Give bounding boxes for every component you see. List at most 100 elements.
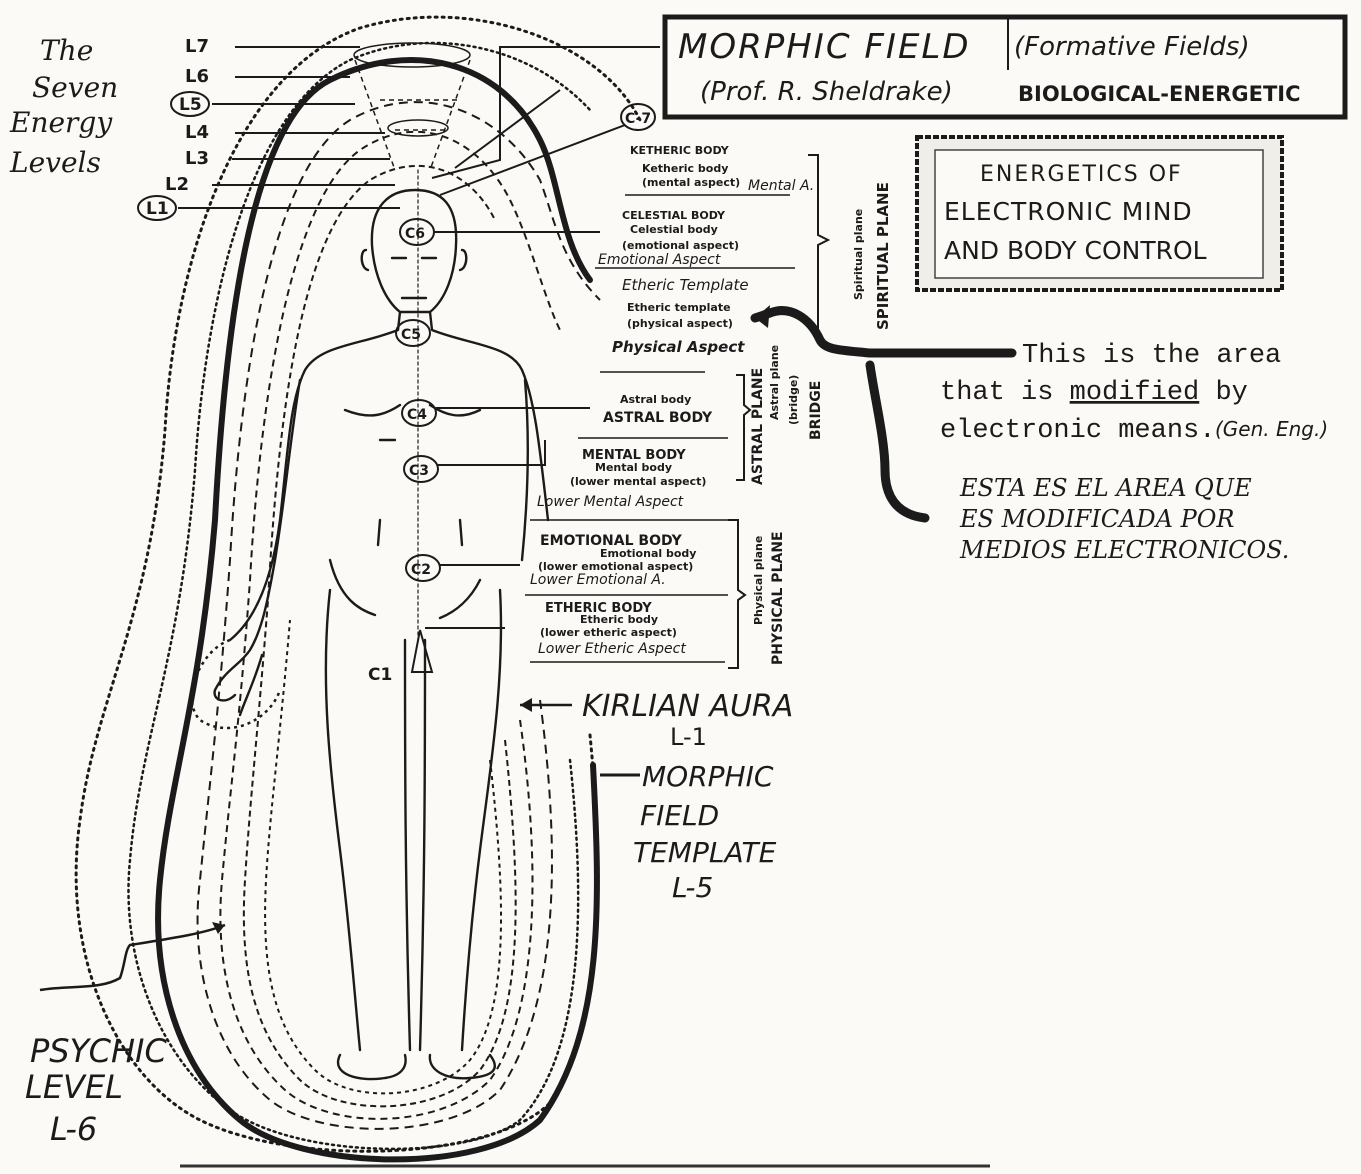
physical-plane-label: PHYSICAL PLANE xyxy=(770,531,786,665)
level-label-l1: L1 xyxy=(146,199,169,219)
crown-ellipse-upper xyxy=(354,43,470,67)
crown-rays xyxy=(355,60,470,170)
hand-aura-bulge xyxy=(192,640,280,728)
left-arm xyxy=(215,380,300,715)
ketheric-sub-2: (mental aspect) xyxy=(642,176,740,189)
indicator-arrowhead xyxy=(755,305,770,328)
morphic-field-subtitle: (Formative Fields) xyxy=(1014,32,1250,62)
morphic-template-line-1: MORPHIC xyxy=(642,760,774,793)
level-label-l5: L5 xyxy=(179,95,202,115)
spiritual-plane-label: SPIRITUAL PLANE xyxy=(874,182,892,330)
etheric-template-sub-1: Etheric template xyxy=(627,301,731,314)
morphic-template-label: MORPHIC FIELD TEMPLATE L-5 xyxy=(600,760,777,904)
ketheric-body-label: KETHERIC BODY xyxy=(630,144,730,157)
astral-bracket xyxy=(736,375,750,480)
energetics-line-1: ENERGETICS OF xyxy=(980,162,1183,187)
chakra-label-c3: C3 xyxy=(409,463,429,479)
level-label-l7: L7 xyxy=(185,36,209,57)
etheric-sub-2: (lower etheric aspect) xyxy=(540,626,677,639)
annotation-en-line-2-pre: that is xyxy=(940,378,1070,408)
psychic-line-1: PSYCHIC xyxy=(30,1032,167,1070)
level-label-l3: L3 xyxy=(185,148,209,169)
level-markers: L7 L6 L5 L4 L3 L2 L1 xyxy=(138,36,400,220)
astral-body-label: ASTRAL BODY xyxy=(603,410,713,426)
chakra-pointer-c7 xyxy=(440,125,625,195)
aura-dashed-layer-4 xyxy=(265,620,501,1093)
chakra-c1-triangle xyxy=(412,630,432,672)
emotional-aspect-label: Emotional Aspect xyxy=(598,252,721,268)
physical-bracket xyxy=(728,520,745,668)
level-label-l6: L6 xyxy=(185,66,209,87)
celestial-body-label: CELESTIAL BODY xyxy=(622,209,726,222)
mental-sub-2: (lower mental aspect) xyxy=(570,475,706,488)
chakra-label-c7: C-7 xyxy=(625,111,651,127)
physical-aspect-label: Physical Aspect xyxy=(612,338,745,356)
mental-a-label: Mental A. xyxy=(748,178,814,194)
annotation-en-line-2: that is modified by xyxy=(940,378,1248,408)
subtle-bodies-column: KETHERIC BODY Ketheric body (mental aspe… xyxy=(525,144,892,668)
annotation-es-line-2: ES MODIFICADA POR xyxy=(959,505,1235,533)
legs xyxy=(326,590,501,1050)
level-label-l4: L4 xyxy=(185,122,209,143)
celestial-sub-2: (emotional aspect) xyxy=(622,239,739,252)
seven-energy-levels-title: The Seven Energy Levels xyxy=(9,34,118,179)
morphic-template-line-3: TEMPLATE xyxy=(633,836,777,869)
etheric-template-label: Etheric Template xyxy=(622,276,749,294)
title-line-3: Energy xyxy=(9,106,113,139)
energetics-line-3: AND BODY CONTROL xyxy=(944,236,1207,265)
annotation-en-note: (Gen. Eng.) xyxy=(1215,417,1328,441)
chakra-label-c2: C2 xyxy=(411,562,431,578)
morphic-field-author: (Prof. R. Sheldrake) xyxy=(700,77,953,107)
morphic-template-level: L-5 xyxy=(672,871,713,904)
spiritual-plane-small: Spiritual plane xyxy=(852,209,865,300)
title-line-4: Levels xyxy=(9,146,101,179)
crown-ellipse-lower xyxy=(388,120,448,136)
aura-layers xyxy=(76,17,640,1159)
kirlian-title: KIRLIAN AURA xyxy=(582,689,793,724)
energetics-line-2: ELECTRONIC MIND xyxy=(944,197,1193,226)
annotation-en-modified: modified xyxy=(1070,378,1200,408)
astral-plane-label: ASTRAL PLANE xyxy=(750,368,766,485)
annotation-spanish: ESTA ES EL AREA QUE ES MODIFICADA POR ME… xyxy=(959,474,1289,564)
chakra-label-c4: C4 xyxy=(407,407,427,423)
annotation-es-line-3: MEDIOS ELECTRONICOS. xyxy=(959,536,1289,564)
lower-mental-label: Lower Mental Aspect xyxy=(537,494,684,510)
psychic-level-label: PSYCHIC LEVEL L-6 xyxy=(25,922,225,1148)
human-figure xyxy=(215,170,548,1079)
kirlian-level: L-1 xyxy=(670,723,707,751)
etheric-sub-1: Etheric body xyxy=(580,613,658,626)
astral-plane-small: Astral plane xyxy=(768,345,781,420)
annotation-en-line-1: This is the area xyxy=(1022,341,1281,371)
aura-dashed-layer-1 xyxy=(198,102,600,1129)
annotation-en-line-3: electronic means. xyxy=(940,416,1215,446)
chakra-label-c1: C1 xyxy=(368,665,392,685)
morphic-field-template-line xyxy=(158,60,597,1159)
celestial-sub-1: Celestial body xyxy=(630,223,718,236)
kirlian-arrowhead xyxy=(520,698,532,712)
chakra-label-c6: C6 xyxy=(405,226,425,242)
indicator-lower-line xyxy=(870,365,925,518)
annotation-en-line-2-post: by xyxy=(1199,378,1248,408)
astral-sub: Astral body xyxy=(620,393,691,406)
hip-lines xyxy=(330,560,480,618)
psychic-level: L-6 xyxy=(50,1110,97,1148)
lower-etheric-label: Lower Etheric Aspect xyxy=(538,641,686,657)
title-line-2: Seven xyxy=(32,71,118,104)
morphic-field-title: MORPHIC FIELD xyxy=(678,27,971,67)
bridge-label: BRIDGE xyxy=(808,381,824,440)
psychic-line-2: LEVEL xyxy=(25,1068,123,1106)
lower-emotional-label: Lower Emotional A. xyxy=(530,572,666,588)
morphic-template-line-2: FIELD xyxy=(640,799,719,832)
chakra-label-c5: C5 xyxy=(401,327,421,343)
etheric-template-sub-2: (physical aspect) xyxy=(627,317,733,330)
title-line-1: The xyxy=(40,34,93,67)
bridge-small: (bridge) xyxy=(787,375,800,425)
ketheric-sub-1: Ketheric body xyxy=(642,162,728,175)
kirlian-aura-label: KIRLIAN AURA L-1 xyxy=(520,689,793,751)
physical-plane-small: Physical plane xyxy=(752,536,765,625)
level-label-l2: L2 xyxy=(165,174,189,195)
energetics-box: ENERGETICS OF ELECTRONIC MIND AND BODY C… xyxy=(917,137,1282,290)
morphic-field-type: BIOLOGICAL-ENERGETIC xyxy=(1018,82,1301,106)
annotation-es-line-1: ESTA ES EL AREA QUE xyxy=(959,474,1252,502)
